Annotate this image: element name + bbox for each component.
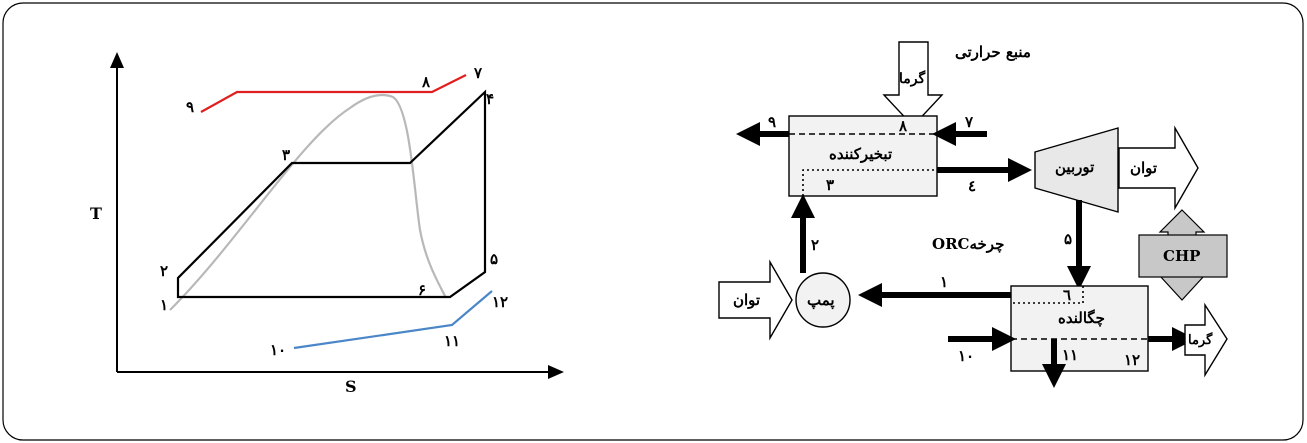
- evaporator-working-fluid-dotted: [802, 169, 937, 196]
- evaporator-label: تبخیرکننده: [829, 145, 892, 163]
- cycle-label: ORCچرخه: [932, 235, 1004, 253]
- power-in-arrow: [718, 259, 793, 341]
- pump-label: پمپ: [807, 291, 835, 310]
- orc-schematic: منبع حرارتی گرما تبخیرکننده توربین توان …: [718, 41, 1228, 388]
- state-10: ۱۰: [958, 347, 974, 365]
- heat-in-shape: [882, 41, 944, 128]
- heat-out-label: گرما: [1188, 331, 1213, 348]
- chp-box: [1138, 234, 1228, 278]
- ts-point-5: ۵: [490, 250, 498, 268]
- ts-point-8: ۸: [421, 73, 431, 91]
- ts-point-10: ۱۰: [270, 341, 286, 359]
- power-out-label: توان: [1130, 159, 1157, 177]
- state-11: ۱۱: [1062, 346, 1078, 364]
- ts-point-1: ۱: [160, 296, 168, 314]
- saturation-dome: [169, 93, 447, 311]
- heat-source-line: [200, 74, 467, 113]
- ts-point-6: ۶: [418, 281, 426, 299]
- state-8: ۸: [898, 117, 908, 135]
- s-axis-label: S: [345, 377, 357, 396]
- state-2: ۲: [811, 236, 819, 254]
- heat-out-arrow: [1184, 302, 1228, 378]
- state-7: ۷: [964, 113, 974, 131]
- state-9: ۹: [768, 113, 776, 131]
- condenser-working-fluid-dotted: [1011, 286, 1084, 304]
- evaporator-box: [788, 115, 938, 197]
- turbine-label: توربین: [1055, 158, 1094, 176]
- state-1: ۱: [940, 273, 948, 291]
- ts-point-9: ۹: [186, 98, 194, 116]
- state-4: ٤: [968, 177, 976, 195]
- power-in-label: توان: [733, 291, 760, 309]
- condenser-box: [1010, 285, 1149, 372]
- ts-point-12: ۱۲: [492, 293, 508, 311]
- state-12: ۱۲: [1124, 351, 1140, 369]
- ts-point-2: ۲: [160, 262, 168, 280]
- ts-point-4: ۴: [486, 90, 494, 108]
- chp-label: CHP: [1163, 247, 1200, 265]
- ts-point-11: ۱۱: [444, 332, 460, 350]
- power-out-arrow: [1118, 125, 1199, 211]
- ts-diagram: T S ۱ ۲ ۳ ۴ ۵ ۶ ۷ ۸ ۹ ۱۰ ۱۱ ۱۲: [90, 52, 564, 396]
- t-axis-arrowhead: [110, 52, 124, 68]
- cooling-line: [293, 290, 493, 350]
- pump-circle: [795, 272, 851, 328]
- heat-in-label: گرما: [899, 70, 925, 87]
- state-6: ٦: [1063, 286, 1071, 304]
- state-3: ۳: [826, 176, 834, 194]
- condenser-label: چگالنده: [1058, 309, 1105, 327]
- ts-point-7: ۷: [473, 64, 483, 82]
- turbine-shape: [1034, 127, 1119, 213]
- cycle-path: [176, 89, 487, 299]
- ts-point-3: ۳: [282, 146, 290, 164]
- heat-source-label: منبع حرارتی: [955, 43, 1031, 61]
- s-axis-arrowhead: [548, 365, 564, 379]
- t-axis-label: T: [90, 204, 102, 223]
- state-5: ۵: [1064, 230, 1072, 248]
